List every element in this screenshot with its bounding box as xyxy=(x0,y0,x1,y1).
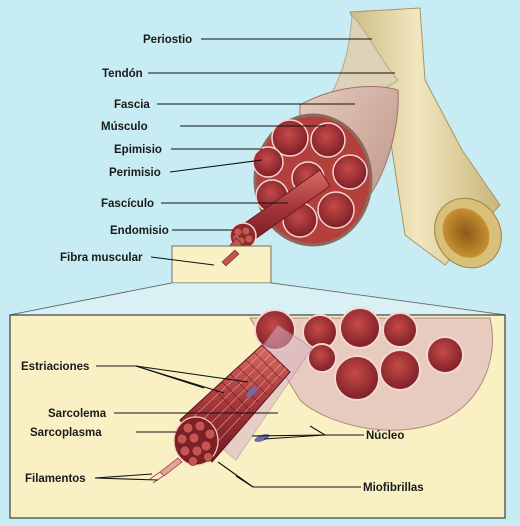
label-nucleo: Núcleo xyxy=(366,430,404,442)
label-estriaciones: Estriaciones xyxy=(21,361,89,373)
label-fibra-muscular: Fibra muscular xyxy=(60,252,143,264)
labels: Periostio Tendón Fascia Músculo Epimisio… xyxy=(21,34,424,494)
nucleus xyxy=(246,386,258,398)
label-filamentos: Filamentos xyxy=(25,473,86,485)
label-musculo: Músculo xyxy=(101,121,148,133)
filaments xyxy=(159,457,183,477)
label-fasciculo: Fascículo xyxy=(101,198,154,210)
detail-muscle-fiber xyxy=(149,324,313,484)
label-endomisio: Endomisio xyxy=(110,225,169,237)
leader-lines xyxy=(94,38,395,488)
label-periostio: Periostio xyxy=(143,34,192,46)
fiber-in-box xyxy=(221,249,240,267)
detail-fascicle-background xyxy=(249,307,493,431)
bone-marrow xyxy=(442,208,490,258)
magnify-source-box xyxy=(171,245,272,284)
label-sarcoplasma: Sarcoplasma xyxy=(30,427,102,439)
label-fascia: Fascia xyxy=(114,99,150,111)
label-perimisio: Perimisio xyxy=(109,167,161,179)
label-epimisio: Epimisio xyxy=(114,144,162,156)
label-miofibrillas: Miofibrillas xyxy=(363,482,424,494)
label-tendon: Tendón xyxy=(102,68,143,80)
label-sarcolema: Sarcolema xyxy=(48,408,107,420)
